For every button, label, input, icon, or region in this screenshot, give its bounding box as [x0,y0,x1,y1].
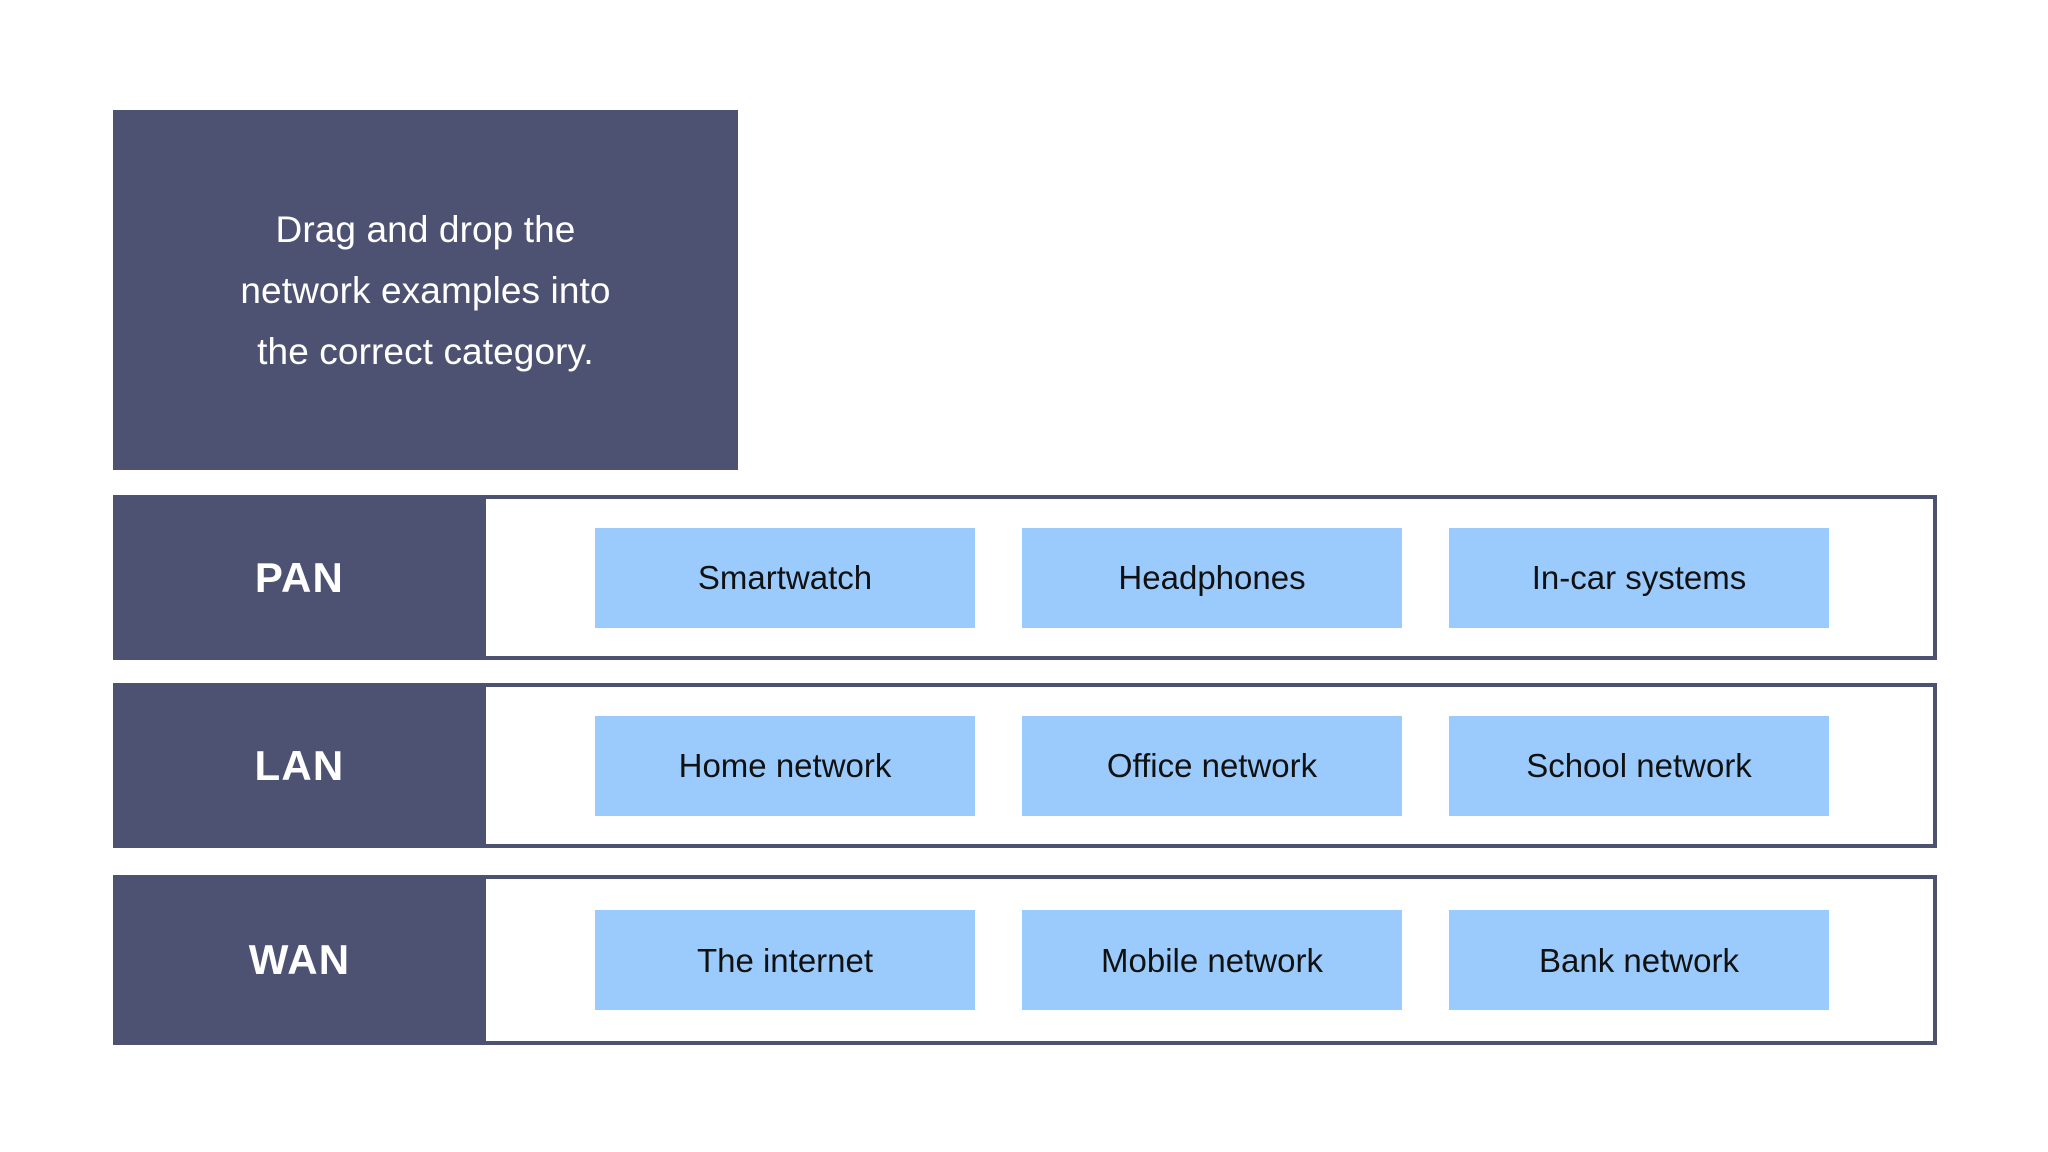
draggable-chip[interactable]: Mobile network [1022,910,1402,1010]
category-row-wan[interactable]: WAN The internet Mobile network Bank net… [113,875,1937,1045]
dropzone-pan[interactable]: Smartwatch Headphones In-car systems [486,499,1933,656]
chip-label: Mobile network [1101,941,1323,979]
category-row-pan[interactable]: PAN Smartwatch Headphones In-car systems [113,495,1937,660]
dropzone-lan[interactable]: Home network Office network School netwo… [486,687,1933,844]
category-label-wan: WAN [113,875,486,1045]
chip-label: In-car systems [1531,559,1747,596]
draggable-chip[interactable]: Headphones [1022,527,1402,628]
draggable-chip[interactable]: Smartwatch [595,527,975,628]
category-label-text: PAN [254,553,345,601]
instruction-panel: Drag and drop the network examples into … [113,110,738,470]
category-label-lan: LAN [113,683,486,848]
chip-label: School network [1526,747,1752,784]
draggable-chip[interactable]: Bank network [1449,910,1829,1010]
chip-label: Smartwatch [697,559,873,596]
draggable-chip[interactable]: In-car systems [1449,527,1829,628]
draggable-chip[interactable]: Office network [1022,715,1402,816]
category-label-text: LAN [254,741,345,789]
chip-label: Home network [678,747,892,784]
draggable-chip[interactable]: School network [1449,715,1829,816]
chip-label: Bank network [1539,941,1739,979]
category-label-text: WAN [248,936,351,983]
draggable-chip[interactable]: The internet [595,910,975,1010]
category-label-pan: PAN [113,495,486,660]
instruction-text: Drag and drop the network examples into … [240,208,611,372]
chip-label: Office network [1106,747,1318,784]
dropzone-wan[interactable]: The internet Mobile network Bank network [486,879,1933,1041]
draggable-chip[interactable]: Home network [595,715,975,816]
chip-label: Headphones [1118,559,1306,596]
category-row-lan[interactable]: LAN Home network Office network School n… [113,683,1937,848]
chip-label: The internet [696,941,874,979]
